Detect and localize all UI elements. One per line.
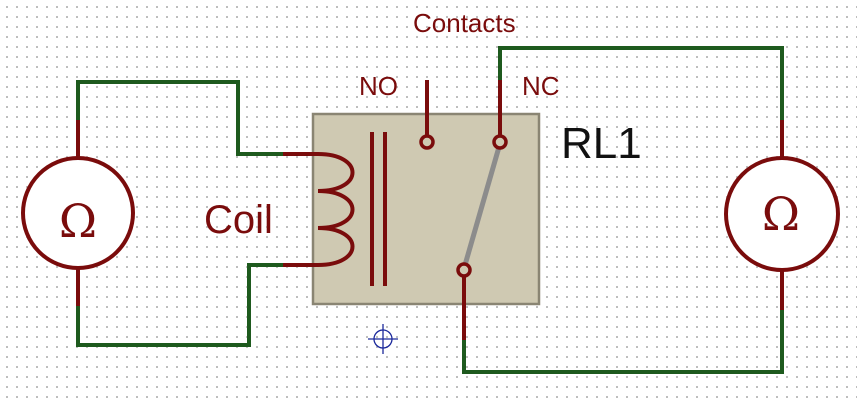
relay-designator: RL1 <box>561 119 642 168</box>
wire-common-contact <box>462 308 784 374</box>
component-leads <box>76 80 784 340</box>
nc-contact-terminal <box>492 134 508 150</box>
no-contact-terminal <box>419 134 435 150</box>
contact-terminals <box>419 134 508 278</box>
ohmmeter-left <box>21 156 135 270</box>
origin-marker-icon <box>368 324 398 354</box>
switch-arm <box>462 144 502 268</box>
wire-nc-contact <box>498 46 784 122</box>
wiring <box>76 46 784 374</box>
coil-label: Coil <box>204 198 273 242</box>
contacts-label: Contacts <box>413 8 516 38</box>
coil-winding <box>317 152 355 267</box>
wire-coil-bottom <box>76 263 285 347</box>
nc-contact-label: NC <box>522 71 560 101</box>
no-contact-label: NO <box>359 71 398 101</box>
common-contact-terminal <box>456 262 472 278</box>
ohmmeter-left-symbol: Ω <box>58 194 98 248</box>
ohmmeter-right <box>724 156 840 272</box>
wire-coil-top <box>76 80 285 156</box>
ohmmeter-right-symbol: Ω <box>761 187 801 241</box>
